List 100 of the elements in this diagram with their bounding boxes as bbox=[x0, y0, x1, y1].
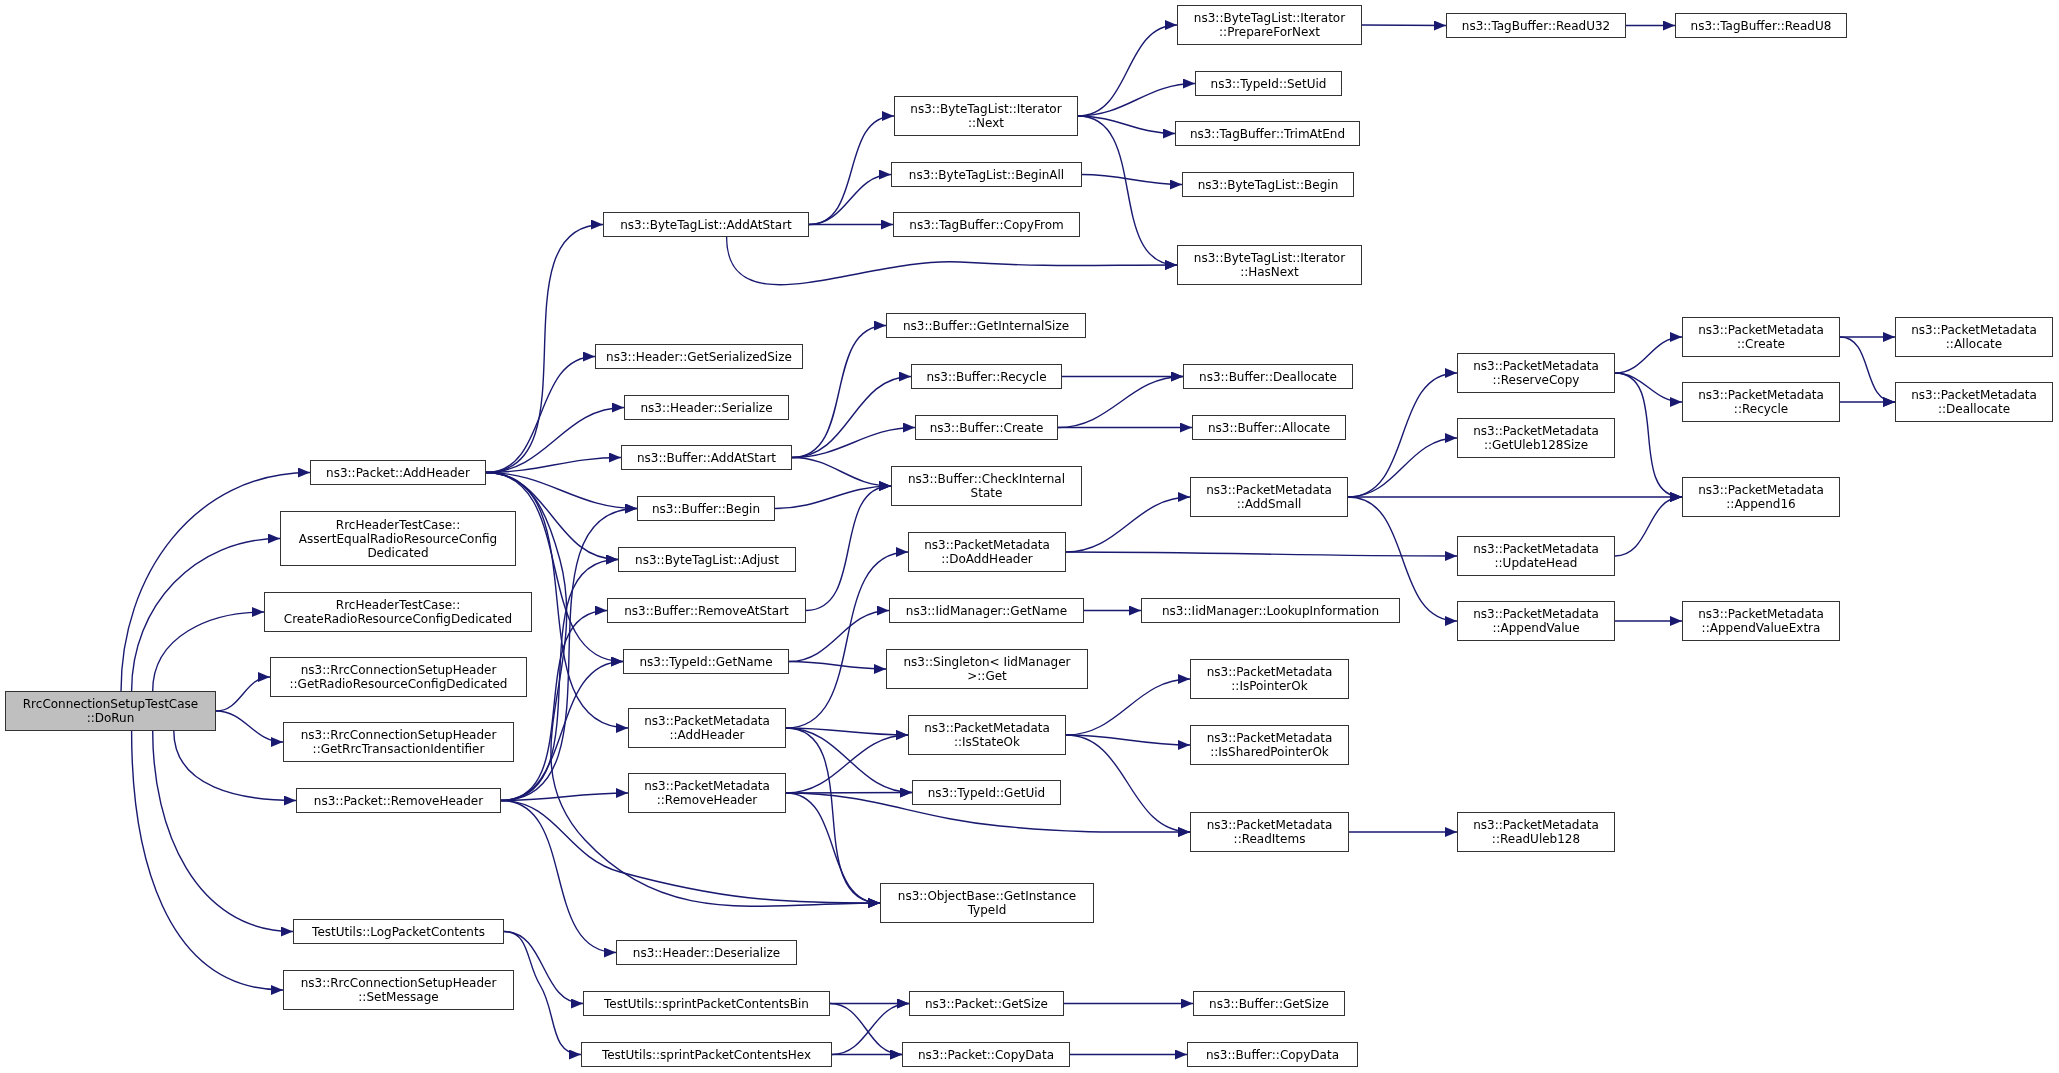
function-box bbox=[908, 532, 1066, 572]
function-box bbox=[1182, 172, 1354, 197]
function-name: ns3::PacketMetadata ::AddSmall bbox=[1205, 483, 1333, 511]
function-box bbox=[1141, 598, 1400, 623]
call-arrow bbox=[1065, 734, 1191, 836]
function-name: ns3::RrcConnectionSetupHeader ::GetRadioResourceConfigDedicated bbox=[288, 663, 509, 691]
function-name: ns3::Buffer::Deallocate bbox=[1199, 369, 1337, 384]
function-box bbox=[1457, 812, 1615, 852]
function-box bbox=[628, 773, 786, 813]
call-arrow bbox=[1065, 550, 1458, 561]
function-box bbox=[5, 691, 216, 731]
function-box bbox=[283, 722, 514, 762]
function-box bbox=[624, 395, 789, 420]
function-name: ns3::Buffer::CopyData bbox=[1206, 1047, 1339, 1062]
function-box bbox=[1192, 415, 1346, 440]
function-box bbox=[270, 657, 527, 697]
function-name: ns3::PacketMetadata ::ReserveCopy bbox=[1472, 359, 1600, 387]
function-box bbox=[1190, 659, 1349, 699]
function-box bbox=[1457, 601, 1615, 641]
function-box bbox=[1457, 418, 1615, 458]
call-arrow bbox=[500, 799, 617, 956]
function-box bbox=[909, 991, 1064, 1016]
call-arrow bbox=[1347, 496, 1458, 624]
function-name: ns3::Packet::GetSize bbox=[925, 996, 1048, 1011]
function-box bbox=[894, 96, 1078, 136]
function-name: ns3::Buffer::GetInternalSize bbox=[902, 318, 1070, 333]
call-arrow bbox=[788, 660, 887, 674]
function-box bbox=[296, 788, 501, 813]
function-name: ns3::TypeId::GetName bbox=[639, 654, 773, 669]
function-box bbox=[1195, 71, 1342, 96]
call-arrow bbox=[1614, 616, 1683, 626]
function-box bbox=[1682, 382, 1840, 422]
function-name: ns3::PacketMetadata ::AppendValue bbox=[1472, 607, 1600, 635]
function-name: ns3::Buffer::GetSize bbox=[1209, 996, 1329, 1011]
call-arrow bbox=[130, 730, 284, 994]
function-box bbox=[581, 1042, 832, 1067]
function-name: TestUtils::sprintPacketContentsHex bbox=[601, 1047, 812, 1062]
function-box bbox=[912, 780, 1061, 805]
call-arrow bbox=[831, 1049, 903, 1060]
function-box bbox=[1895, 317, 2053, 357]
function-name: ns3::ByteTagList::Iterator ::Next bbox=[909, 102, 1063, 130]
function-box bbox=[616, 940, 797, 965]
function-name: ns3::PacketMetadata ::ReadUleb128 bbox=[1472, 818, 1600, 846]
function-box bbox=[1457, 353, 1615, 393]
function-name: ns3::Packet::AddHeader bbox=[326, 465, 470, 480]
function-box bbox=[1682, 477, 1840, 517]
function-box bbox=[891, 466, 1082, 506]
function-box bbox=[264, 592, 532, 632]
function-box bbox=[1895, 382, 2053, 422]
function-box bbox=[1457, 536, 1615, 576]
function-name: ns3::PacketMetadata ::IsPointerOk bbox=[1205, 665, 1334, 693]
function-name: ns3::TypeId::GetUid bbox=[927, 785, 1046, 800]
call-arrow bbox=[1057, 422, 1193, 433]
function-name: ns3::PacketMetadata ::Create bbox=[1697, 323, 1825, 351]
function-box bbox=[889, 598, 1084, 623]
function-name: ns3::ByteTagList::BeginAll bbox=[908, 167, 1065, 182]
function-name: TestUtils::sprintPacketContentsBin bbox=[604, 996, 809, 1011]
function-name: RrcHeaderTestCase:: AssertEqualRadioResourceConfig Dedicated bbox=[297, 517, 499, 560]
call-arrow bbox=[215, 710, 284, 746]
function-box bbox=[583, 991, 830, 1016]
function-name: TestUtils::LogPacketContents bbox=[312, 924, 485, 939]
function-name: ns3::PacketMetadata ::IsSharedPointerOk bbox=[1205, 731, 1334, 759]
function-box bbox=[628, 708, 786, 748]
function-box bbox=[1183, 364, 1353, 389]
function-name: ns3::RrcConnectionSetupHeader ::SetMessage bbox=[299, 976, 498, 1004]
call-arrow bbox=[1839, 332, 1896, 342]
function-name: ns3::IidManager::GetName bbox=[905, 603, 1068, 618]
function-box bbox=[618, 547, 796, 572]
function-box bbox=[891, 162, 1082, 187]
call-arrow bbox=[152, 730, 294, 936]
call-arrow bbox=[1625, 20, 1676, 31]
function-box bbox=[607, 598, 806, 623]
call-arrow bbox=[1063, 998, 1194, 1009]
function-box bbox=[1682, 317, 1840, 357]
function-name: ns3::TagBuffer::ReadU8 bbox=[1690, 18, 1832, 33]
function-name: ns3::Buffer::RemoveAtStart bbox=[624, 603, 789, 618]
function-name: ns3::PacketMetadata ::Allocate bbox=[1910, 323, 2038, 351]
function-box bbox=[1175, 121, 1360, 146]
call-arrow bbox=[1069, 1049, 1188, 1060]
function-box bbox=[280, 511, 516, 566]
function-box bbox=[637, 496, 775, 521]
call-arrow bbox=[1083, 605, 1142, 616]
function-box bbox=[293, 919, 504, 944]
function-box bbox=[1177, 5, 1362, 45]
function-name: ns3::Singleton< IidManager >::Get bbox=[902, 655, 1072, 683]
function-box bbox=[1177, 245, 1362, 285]
function-name: ns3::Buffer::AddAtStart bbox=[636, 450, 777, 465]
call-arrow bbox=[1077, 115, 1178, 268]
function-name: ns3::Buffer::CheckInternal State bbox=[906, 472, 1066, 500]
call-arrow bbox=[152, 607, 265, 692]
function-box bbox=[1190, 812, 1349, 852]
function-box bbox=[1190, 725, 1349, 765]
function-name: ns3::TagBuffer::CopyFrom bbox=[909, 217, 1064, 232]
function-name: ns3::ByteTagList::Begin bbox=[1197, 177, 1339, 192]
function-box bbox=[886, 649, 1088, 689]
function-name: ns3::IidManager::LookupInformation bbox=[1162, 603, 1379, 618]
function-box bbox=[1675, 13, 1847, 38]
function-name: ns3::ByteTagList::Adjust bbox=[635, 552, 779, 567]
function-name: ns3::PacketMetadata ::ReadItems bbox=[1205, 818, 1334, 846]
call-arrow bbox=[1839, 397, 1896, 407]
